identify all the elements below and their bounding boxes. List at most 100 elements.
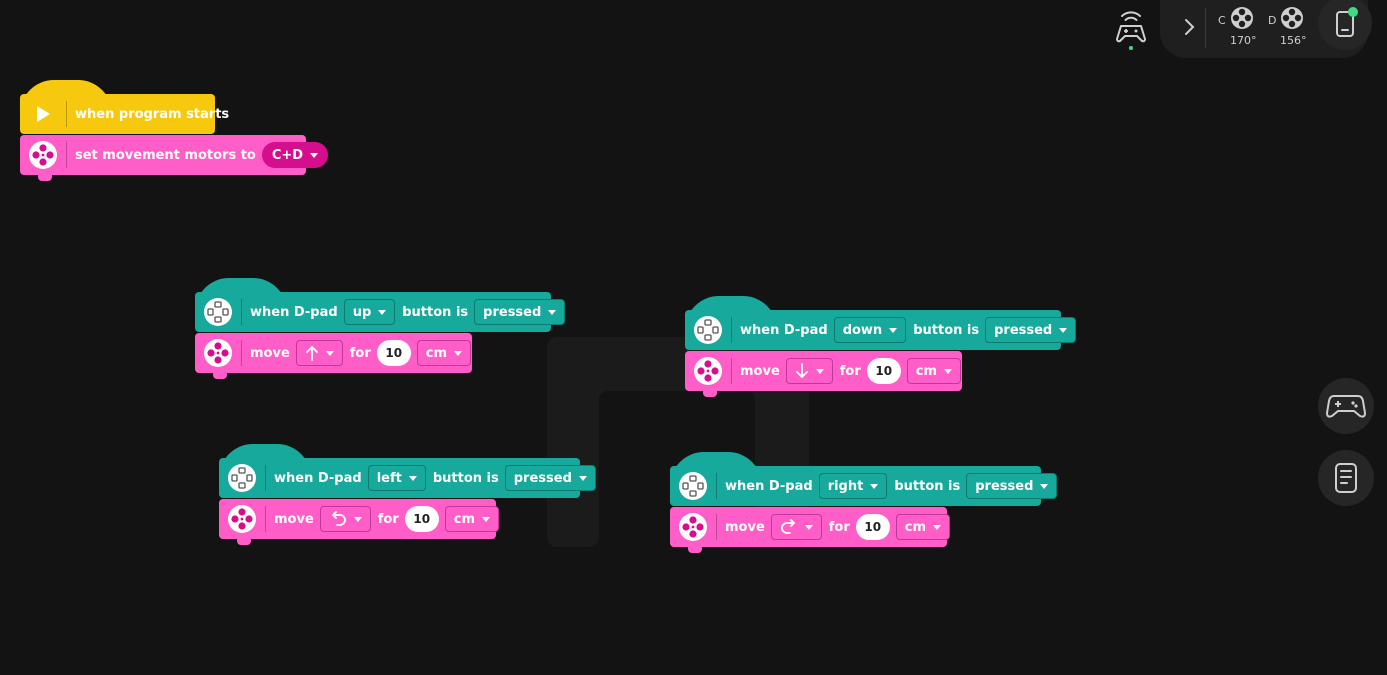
motor-icon	[1281, 7, 1303, 29]
caret-down-icon	[889, 327, 898, 333]
chevron-right-icon	[1185, 19, 1195, 35]
block-label: set movement motors to	[75, 147, 256, 163]
block-notch	[703, 391, 717, 397]
motor-port-label: D	[1268, 14, 1277, 27]
arrow-down-icon	[795, 363, 808, 379]
when-dpad-up-block[interactable]: when D-pad up button is pressed	[195, 292, 566, 332]
motor-angle: 156°	[1280, 34, 1307, 47]
controller-wireless-button[interactable]	[1110, 4, 1152, 52]
gamepad-button[interactable]	[1318, 378, 1374, 434]
caret-down-icon	[353, 516, 362, 522]
distance-input[interactable]: 10	[855, 514, 890, 540]
block-label: move	[740, 363, 780, 379]
unit-dropdown[interactable]: cm	[444, 506, 500, 532]
dropdown-value: cm	[453, 511, 476, 527]
hub-status-bar: C 170° D 156°	[1160, 0, 1372, 58]
movement-icon	[20, 135, 66, 175]
caret-down-icon	[870, 483, 879, 489]
move-block[interactable]: move for 10 cm	[685, 351, 962, 397]
motor-c-status[interactable]: C 170°	[1216, 4, 1266, 50]
button-state-dropdown[interactable]: pressed	[474, 299, 566, 325]
notes-icon	[1335, 463, 1357, 493]
button-state-dropdown[interactable]: pressed	[966, 473, 1058, 499]
movement-icon	[219, 499, 265, 539]
movement-icon	[670, 507, 716, 547]
move-block[interactable]: move for 10 cm	[670, 507, 951, 553]
dropdown-value: up	[352, 304, 372, 320]
when-dpad-right-block[interactable]: when D-pad right button is pressed	[670, 466, 1058, 506]
block-label: button is	[432, 470, 499, 486]
when-dpad-down-block[interactable]: when D-pad down button is pressed	[685, 310, 1077, 350]
dropdown-value: pressed	[483, 304, 542, 320]
block-label: when D-pad	[740, 322, 828, 338]
dpad-direction-dropdown[interactable]: down	[833, 317, 907, 343]
caret-down-icon	[548, 309, 557, 315]
turn-right-icon	[780, 519, 796, 534]
when-dpad-left-block[interactable]: when D-pad left button is pressed	[219, 458, 596, 498]
movement-icon	[685, 351, 731, 391]
caret-down-icon	[378, 309, 387, 315]
caret-down-icon	[454, 350, 463, 356]
movement-icon	[195, 333, 241, 373]
dropdown-value: left	[376, 470, 402, 486]
motor-port-label: C	[1218, 14, 1226, 27]
dropdown-value: pressed	[994, 322, 1053, 338]
caret-down-icon	[310, 152, 319, 158]
dpad-icon	[685, 310, 731, 350]
caret-down-icon	[1059, 327, 1068, 333]
block-label: move	[274, 511, 314, 527]
direction-dropdown[interactable]	[319, 506, 371, 532]
motor-d-status[interactable]: D 156°	[1266, 4, 1316, 50]
move-block[interactable]: move for 10 cm	[219, 499, 500, 545]
notes-button[interactable]	[1318, 450, 1374, 506]
button-state-dropdown[interactable]: pressed	[504, 465, 596, 491]
dropdown-value: cm	[904, 519, 927, 535]
dpad-direction-dropdown[interactable]: left	[367, 465, 426, 491]
motor-angle: 170°	[1230, 34, 1257, 47]
dropdown-value: cm	[425, 345, 448, 361]
motor-icon	[1231, 7, 1253, 29]
caret-down-icon	[325, 350, 334, 356]
block-notch	[688, 547, 702, 553]
block-label: when D-pad	[274, 470, 362, 486]
block-label: for	[828, 519, 850, 535]
distance-input[interactable]: 10	[404, 506, 439, 532]
button-state-dropdown[interactable]: pressed	[985, 317, 1077, 343]
dpad-icon	[219, 458, 265, 498]
block-label: move	[250, 345, 290, 361]
unit-dropdown[interactable]: cm	[416, 340, 472, 366]
unit-dropdown[interactable]: cm	[906, 358, 962, 384]
motors-dropdown[interactable]: C+D	[261, 142, 329, 168]
block-label: button is	[913, 322, 980, 338]
block-notch	[38, 175, 52, 181]
expand-hub-panel-button[interactable]	[1178, 14, 1200, 40]
hub-device-button[interactable]	[1318, 0, 1372, 50]
distance-input[interactable]: 10	[376, 340, 411, 366]
block-notch	[237, 539, 251, 545]
block-label: button is	[894, 478, 961, 494]
unit-dropdown[interactable]: cm	[895, 514, 951, 540]
block-label: for	[349, 345, 371, 361]
caret-down-icon	[804, 524, 813, 530]
dpad-direction-dropdown[interactable]: up	[343, 299, 396, 325]
set-movement-motors-block[interactable]: set movement motors to C+D	[20, 135, 329, 181]
block-notch	[213, 373, 227, 379]
caret-down-icon	[944, 368, 953, 374]
when-program-starts-block[interactable]: when program starts	[20, 94, 229, 134]
dropdown-value: down	[842, 322, 883, 338]
dropdown-value: right	[827, 478, 864, 494]
distance-input[interactable]: 10	[866, 358, 901, 384]
dpad-direction-dropdown[interactable]: right	[818, 473, 888, 499]
direction-dropdown[interactable]	[785, 358, 833, 384]
direction-dropdown[interactable]	[770, 514, 822, 540]
topbar-divider	[1205, 8, 1206, 48]
block-label: for	[377, 511, 399, 527]
dpad-icon	[670, 466, 716, 506]
caret-down-icon	[482, 516, 491, 522]
turn-left-icon	[331, 511, 346, 526]
block-label: move	[725, 519, 765, 535]
block-label: button is	[402, 304, 469, 320]
arrow-up-icon	[305, 345, 318, 361]
direction-dropdown[interactable]	[295, 340, 343, 366]
move-block[interactable]: move for 10 cm	[195, 333, 472, 379]
